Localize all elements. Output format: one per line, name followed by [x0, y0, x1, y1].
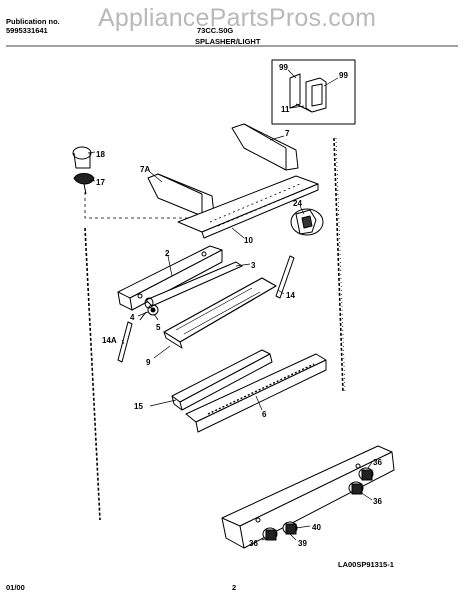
- page-number: 2: [232, 583, 237, 592]
- bracket-left: [147, 173, 215, 217]
- part-label-15: 15: [134, 402, 143, 411]
- part-label-7a: 7A: [140, 165, 150, 174]
- part-label-99: 99: [339, 71, 348, 80]
- part-label-36: 36: [249, 539, 258, 548]
- part-label-17: 17: [96, 178, 105, 187]
- part-label-2: 2: [165, 249, 170, 258]
- glass-lens: [163, 277, 277, 349]
- watermark: AppliancePartsPros.com: [98, 4, 377, 32]
- trim-strip-left: [117, 321, 133, 363]
- publication-number: 5995331641: [6, 26, 48, 35]
- part-label-99: 99: [279, 63, 288, 72]
- part-label-3: 3: [251, 261, 256, 270]
- switch-bracket-inset: [271, 59, 356, 125]
- lamp-socket: [73, 173, 95, 195]
- top-panel: [177, 175, 319, 239]
- part-label-10: 10: [244, 236, 253, 245]
- rocker-switch: [290, 208, 324, 236]
- publication-label: Publication no.: [6, 17, 60, 26]
- lower-bracket: [171, 349, 273, 411]
- lamp-tube: [144, 261, 243, 309]
- model-code: 73CC.S0G: [197, 26, 234, 35]
- control-knob-3: [282, 521, 298, 535]
- lamp-bulb: [72, 146, 92, 169]
- part-label-14: 14: [286, 291, 295, 300]
- diagram-code: LA00SP91315-1: [338, 560, 394, 569]
- lamp-holder: [139, 304, 159, 321]
- part-label-9: 9: [146, 358, 151, 367]
- section-title: SPLASHER/LIGHT: [195, 37, 261, 46]
- part-label-5: 5: [156, 323, 161, 332]
- part-label-36: 36: [373, 458, 382, 467]
- part-label-6: 6: [262, 410, 267, 419]
- part-label-18: 18: [96, 150, 105, 159]
- vent-trim: [185, 353, 327, 433]
- part-label-14a: 14A: [102, 336, 117, 345]
- part-label-39: 39: [298, 539, 307, 548]
- part-label-24: 24: [293, 199, 302, 208]
- control-knob-4: [262, 527, 278, 541]
- control-knob-1: [358, 467, 374, 481]
- part-label-40: 40: [312, 523, 321, 532]
- knob-panel: [221, 445, 395, 549]
- part-label-4: 4: [130, 313, 135, 322]
- part-label-11: 11: [281, 105, 290, 114]
- part-label-36: 36: [373, 497, 382, 506]
- footer-date: 01/00: [6, 583, 25, 592]
- splasher-panel: [117, 245, 223, 311]
- part-label-7: 7: [285, 129, 290, 138]
- trim-strip-right: [275, 255, 295, 299]
- control-knob-2: [348, 481, 364, 495]
- bracket-right: [231, 123, 299, 171]
